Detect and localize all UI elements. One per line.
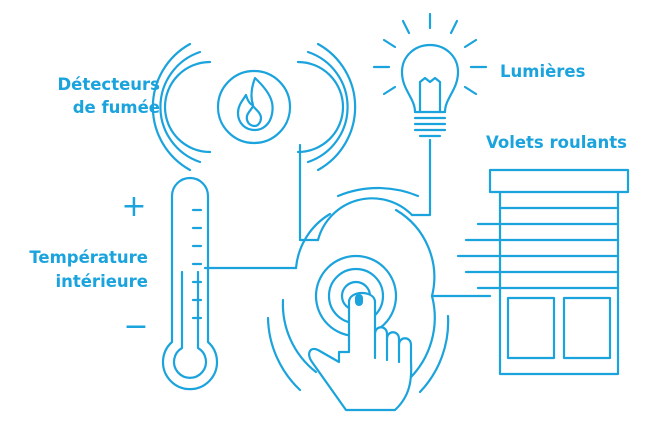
connector-lines xyxy=(203,138,492,298)
rolling-shutter-icon xyxy=(456,168,630,376)
light-rays xyxy=(372,12,488,96)
temperature-label-line1: Température xyxy=(29,248,148,267)
touch-hub xyxy=(266,186,450,412)
smoke-detector xyxy=(151,42,357,172)
thermometer-plus-symbol: + xyxy=(121,189,146,224)
thermometer-icon xyxy=(161,176,219,391)
smoke-detectors-label-line1: Détecteurs xyxy=(57,75,160,94)
lights-label: Lumières xyxy=(500,62,586,81)
hub-signal-waves xyxy=(266,186,450,394)
shutters-label: Volets roulants xyxy=(486,133,627,152)
smoke-detectors-label-line2: de fumée xyxy=(73,98,160,117)
light-bulb-icon xyxy=(400,43,460,138)
thermometer-minus-symbol: − xyxy=(123,309,148,344)
smoke-detector-waves xyxy=(151,42,357,172)
flame-icon xyxy=(236,76,274,132)
smoke-detector-ring xyxy=(216,69,292,145)
thermometer: + − xyxy=(121,176,219,391)
light-bulb xyxy=(372,12,488,138)
touch-hand-icon xyxy=(308,291,413,412)
temperature-label-line2: intérieure xyxy=(55,272,148,291)
